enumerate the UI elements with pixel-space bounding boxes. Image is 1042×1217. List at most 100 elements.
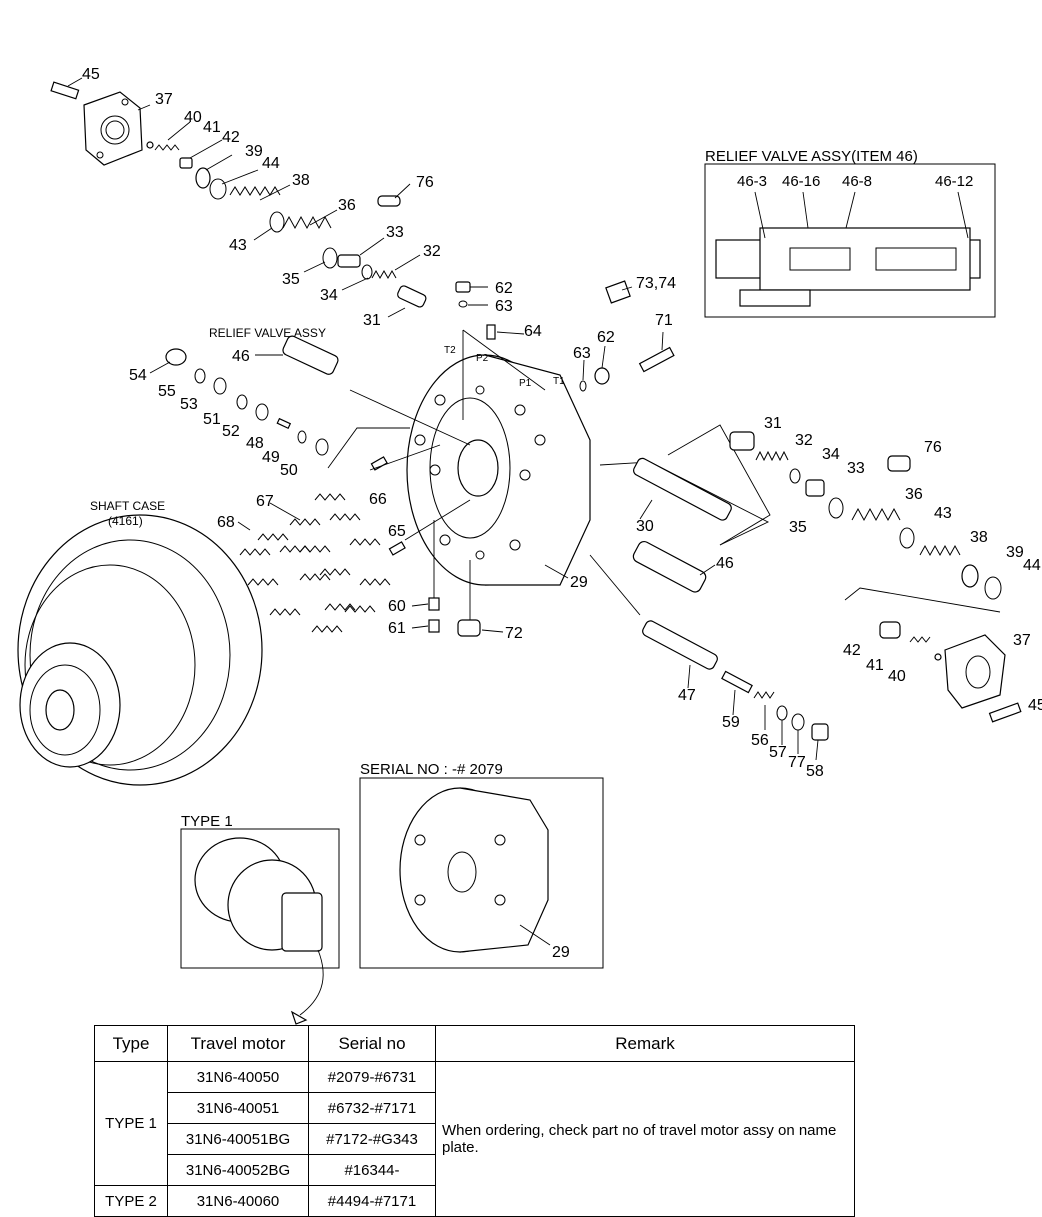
callout-73-74: 73,74 — [636, 275, 676, 292]
serial-cell: #4494-#7171 — [308, 1185, 436, 1217]
callout-58: 58 — [806, 763, 824, 780]
casing-bore — [457, 439, 499, 497]
plug-54 — [165, 348, 187, 366]
ring-35 — [322, 247, 338, 269]
callout-29a: 29 — [570, 574, 588, 591]
port-t2: T2 — [444, 345, 456, 356]
callout-46b: 46 — [716, 555, 734, 572]
flange-37 — [83, 91, 143, 166]
oring-63b — [579, 380, 587, 392]
shaft-case-bore — [45, 689, 75, 731]
type-cell: TYPE 1 — [94, 1061, 168, 1186]
serial-no-title: SERIAL NO : -# 2079 — [360, 761, 503, 778]
oring-44 — [209, 178, 227, 200]
port-t1: T1 — [553, 376, 565, 387]
callout-45b: 45 — [1028, 697, 1042, 714]
oring-57 — [776, 705, 788, 721]
callout-54: 54 — [129, 367, 147, 384]
callout-52: 52 — [222, 423, 240, 440]
callout-65: 65 — [388, 523, 406, 540]
motor-cell: 31N6-40060 — [167, 1185, 309, 1217]
spring-32b — [755, 450, 789, 462]
pin-76 — [377, 195, 401, 207]
upper-relief-stack — [50, 81, 427, 308]
motor-cell: 31N6-40050 — [167, 1061, 309, 1093]
oring-55 — [194, 368, 206, 384]
spring-38 — [229, 186, 281, 196]
port-p2: P2 — [476, 353, 489, 364]
callout-77: 77 — [788, 754, 806, 771]
header-type: Type — [94, 1025, 168, 1062]
callout-38b: 38 — [970, 529, 988, 546]
spring-41b — [909, 636, 931, 643]
plug-62a — [455, 281, 471, 293]
plug-72 — [457, 619, 481, 637]
pin-60 — [428, 597, 440, 611]
ring-77 — [791, 713, 805, 731]
callout-41b: 41 — [866, 657, 884, 674]
detail-title: RELIEF VALVE ASSY(ITEM 46) — [705, 148, 918, 165]
callout-31b: 31 — [764, 415, 782, 432]
callout-55: 55 — [158, 383, 176, 400]
pin-65 — [388, 541, 406, 556]
serial-casing-body — [459, 787, 549, 953]
port-p1: P1 — [519, 378, 532, 389]
detail-frame — [704, 163, 996, 318]
spring-36 — [282, 215, 332, 230]
callout-leaders — [67, 77, 819, 761]
ring-43b — [899, 527, 915, 549]
casing-body — [484, 354, 591, 586]
callout-37b: 37 — [1013, 632, 1031, 649]
oring-49 — [297, 430, 307, 444]
detail-part-46-12: 46-12 — [935, 173, 973, 190]
detail-part-46-8: 46-8 — [842, 173, 872, 190]
piston-33b — [805, 479, 825, 497]
relief-valve-assy-label: RELIEF VALVE ASSY — [209, 326, 326, 340]
callout-35b: 35 — [789, 519, 807, 536]
travel-motor-table: Type Travel motor Serial no Remark TYPE … — [94, 1025, 855, 1217]
callout-56: 56 — [751, 732, 769, 749]
callout-36b: 36 — [905, 486, 923, 503]
bolt-45 — [50, 81, 80, 100]
table-row: 31N6-40051 #6732-#7171 — [95, 1092, 855, 1124]
oring-44b — [984, 576, 1002, 600]
spring-41 — [154, 144, 180, 151]
callout-31a: 31 — [363, 312, 381, 329]
table-row: 31N6-40051BG #7172-#G343 — [95, 1123, 855, 1155]
callout-29b: 29 — [552, 944, 570, 961]
callout-57: 57 — [769, 744, 787, 761]
callout-76a: 76 — [416, 174, 434, 191]
ring-52 — [255, 403, 269, 421]
callout-40b: 40 — [888, 668, 906, 685]
callout-71: 71 — [655, 312, 673, 329]
pin-61 — [428, 619, 440, 633]
detail-valve-sleeve — [759, 227, 971, 291]
serial-cell: #16344- — [308, 1154, 436, 1186]
pin-76b — [887, 455, 911, 472]
callout-34b: 34 — [822, 446, 840, 463]
ring-50 — [315, 438, 329, 456]
oring-34 — [361, 264, 373, 280]
callout-76b: 76 — [924, 439, 942, 456]
shaft-case-4161 — [17, 514, 263, 786]
callout-32b: 32 — [795, 432, 813, 449]
callout-48: 48 — [246, 435, 264, 452]
spring-cluster-67-68 — [239, 493, 391, 633]
callout-41a: 41 — [203, 119, 221, 136]
left-relief-parts — [165, 335, 481, 637]
spool-30 — [633, 457, 732, 521]
callout-43b: 43 — [934, 505, 952, 522]
spool-31 — [397, 285, 427, 308]
oring-63a — [458, 300, 468, 308]
callout-32a: 32 — [423, 243, 441, 260]
detail-part-46-3: 46-3 — [737, 173, 767, 190]
plug-62b — [594, 367, 610, 385]
callout-72: 72 — [505, 625, 523, 642]
callout-36a: 36 — [338, 197, 356, 214]
spring-32 — [371, 269, 397, 280]
table-row: 31N6-40052BG #16344- — [95, 1154, 855, 1186]
callout-45a: 45 — [82, 66, 100, 83]
spools-lower-right — [589, 457, 829, 741]
callout-40a: 40 — [184, 109, 202, 126]
serial-no-inset — [359, 777, 604, 969]
